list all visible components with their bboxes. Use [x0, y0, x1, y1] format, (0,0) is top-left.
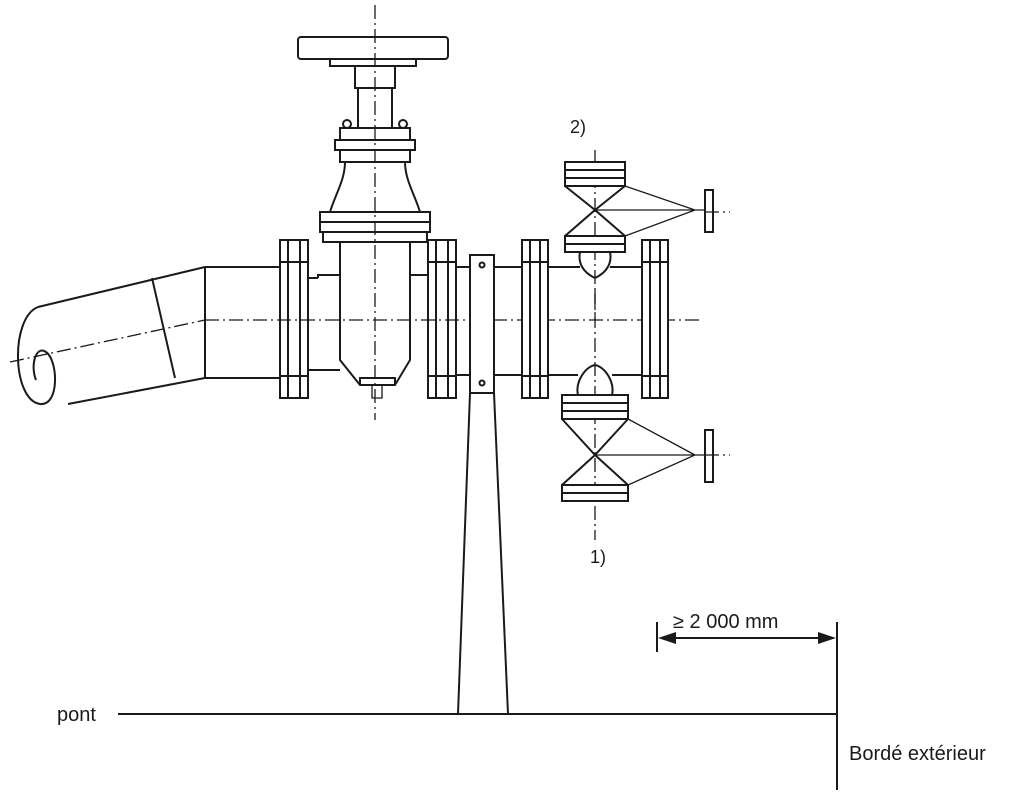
flange-end [641, 239, 669, 399]
upper-branch-valve [564, 150, 730, 320]
lower-branch-valve [561, 290, 730, 540]
lower-handwheel [704, 429, 714, 483]
flange-right-1 [521, 239, 549, 399]
note-2-label: 2) [570, 117, 586, 137]
dimension-label: ≥ 2 000 mm [673, 611, 778, 633]
shell-label: Bordé extérieur [849, 743, 986, 765]
deck-label: pont [57, 704, 96, 726]
deck-and-shell [118, 622, 838, 790]
handwheel [297, 36, 449, 60]
flange-middle [427, 239, 457, 399]
pipe-support [457, 254, 509, 715]
flange-left [279, 239, 309, 399]
upper-handwheel [704, 189, 714, 233]
inclined-supply-pipe [17, 266, 280, 406]
gate-valve [280, 5, 449, 420]
note-1-label: 1) [590, 547, 606, 567]
dimension-arrow [656, 622, 838, 652]
manifold-pipe [9, 266, 700, 376]
